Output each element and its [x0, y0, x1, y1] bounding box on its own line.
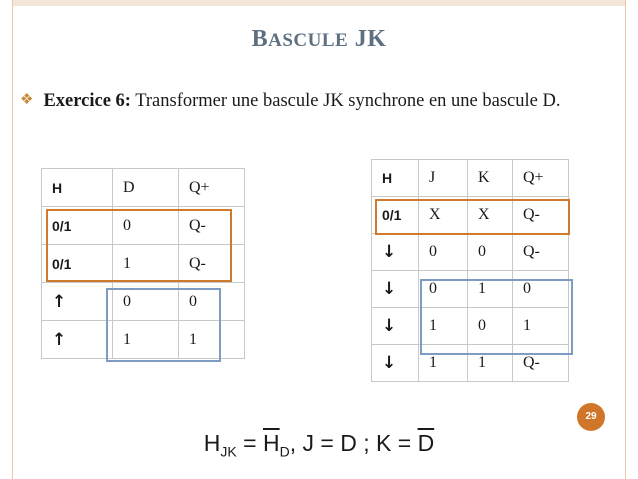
table-cell: 0	[467, 233, 513, 271]
falling-edge-arrow-icon: ↓	[371, 233, 419, 271]
table-cell: Q-	[178, 206, 245, 245]
rising-edge-arrow-icon: ↑	[41, 282, 113, 321]
table-header-row: H J K Q+	[371, 159, 569, 197]
table-cell: 1	[418, 307, 468, 345]
table-cell: 1	[512, 307, 569, 345]
table-cell: 0/1	[41, 244, 113, 283]
table-row: ↓ 1 0 1	[371, 307, 569, 345]
falling-edge-arrow-icon: ↓	[371, 344, 419, 382]
table-row: 0/1 X X Q-	[371, 196, 569, 234]
falling-edge-arrow-icon: ↓	[371, 270, 419, 308]
slide-right-border	[625, 0, 626, 479]
table-cell: X	[467, 196, 513, 234]
table-row: 0/1 1 Q-	[41, 244, 245, 283]
table-cell: 0	[178, 282, 245, 321]
table-cell: 1	[112, 320, 179, 359]
table-cell: 1	[467, 270, 513, 308]
table-cell: 0	[112, 282, 179, 321]
table-cell: 0	[112, 206, 179, 245]
table-cell: 0	[467, 307, 513, 345]
header-cell: J	[418, 159, 468, 197]
exercise-statement: ❖ Exercice 6: Transformer une bascule JK …	[20, 82, 604, 119]
table-cell: 0/1	[41, 206, 113, 245]
table-row: 0/1 0 Q-	[41, 206, 245, 245]
exercise-label: Exercice 6:	[43, 91, 131, 111]
header-cell: Q+	[178, 168, 245, 207]
header-cell: H	[371, 159, 419, 197]
table-cell-negated: Q-	[512, 344, 569, 382]
table-row: ↓ 1 1 Q-	[371, 344, 569, 382]
table-header-row: H D Q+	[41, 168, 245, 207]
exercise-text: Transformer une bascule JK synchrone en …	[135, 91, 561, 111]
table-cell: 0	[418, 233, 468, 271]
jk-flipflop-truth-table: H J K Q+ 0/1 X X Q- ↓ 0 0 Q- ↓ 0 1 0 ↓ 1…	[371, 159, 569, 382]
diamond-bullet-icon: ❖	[20, 92, 34, 108]
table-cell: Q-	[178, 244, 245, 283]
header-cell: Q+	[512, 159, 569, 197]
table-row: ↑ 0 0	[41, 282, 245, 321]
table-cell: 1	[112, 244, 179, 283]
header-cell: K	[467, 159, 513, 197]
table-row: ↑ 1 1	[41, 320, 245, 359]
page-number-badge: 29	[577, 403, 605, 431]
table-row: ↓ 0 0 Q-	[371, 233, 569, 271]
header-cell: H	[41, 168, 113, 207]
table-cell: 1	[418, 344, 468, 382]
slide-top-border	[12, 0, 626, 6]
table-cell: Q-	[512, 233, 569, 271]
header-cell: D	[112, 168, 179, 207]
result-formula: HJK = HD, J = D ; K = D	[203, 430, 435, 460]
falling-edge-arrow-icon: ↓	[371, 307, 419, 345]
table-cell: 1	[467, 344, 513, 382]
table-cell: 0/1	[371, 196, 419, 234]
rising-edge-arrow-icon: ↑	[41, 320, 113, 359]
slide-left-border	[12, 0, 13, 479]
table-cell: 0	[418, 270, 468, 308]
table-cell: 0	[512, 270, 569, 308]
table-cell: X	[418, 196, 468, 234]
slide-title: BASCULE JK	[251, 26, 387, 52]
table-row: ↓ 0 1 0	[371, 270, 569, 308]
d-flipflop-truth-table: H D Q+ 0/1 0 Q- 0/1 1 Q- ↑ 0 0 ↑ 1 1	[41, 168, 245, 359]
table-cell: Q-	[512, 196, 569, 234]
table-cell: 1	[178, 320, 245, 359]
